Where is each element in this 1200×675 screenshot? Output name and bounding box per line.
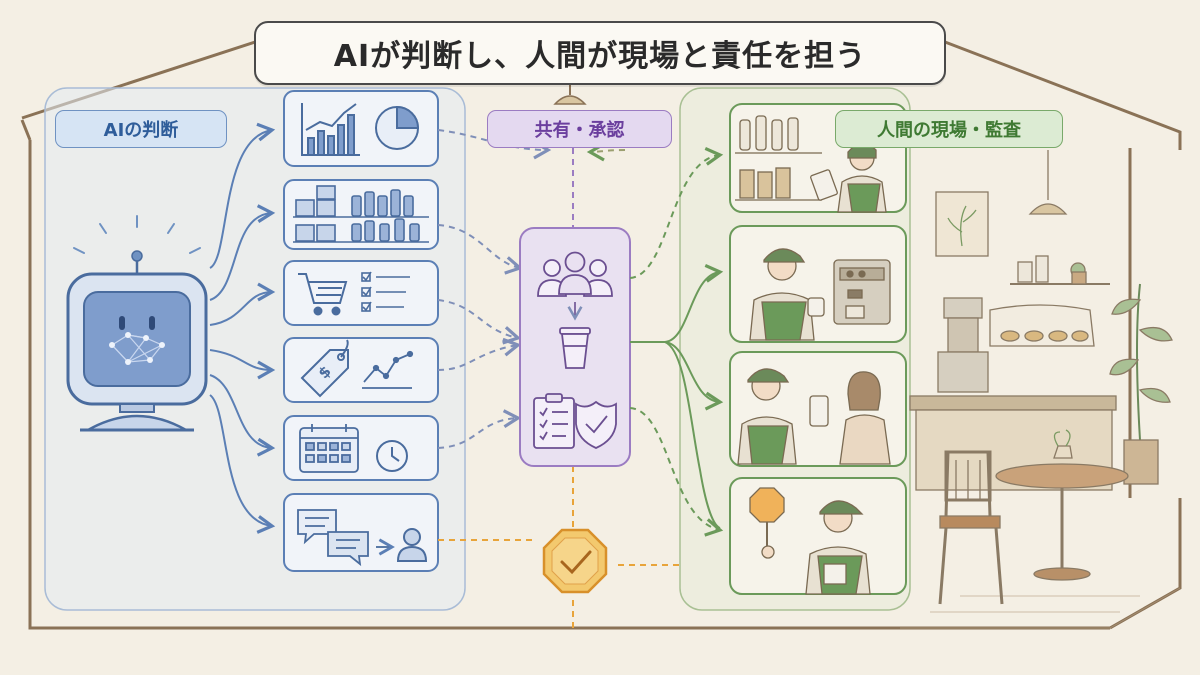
bar-line-chart-icon	[301, 103, 360, 156]
dashed-pricing-to-share	[437, 337, 522, 371]
cafe-interior-illustration	[909, 150, 1173, 605]
pie-chart-icon	[375, 105, 420, 150]
dashed-inventory-to-share	[437, 224, 524, 275]
share-approval-label: 共有・承認	[487, 110, 672, 148]
staff-serving-customer-icon	[737, 368, 891, 465]
arrow-ai-to-schedule	[209, 374, 276, 457]
ceiling-lamp-icon	[553, 85, 587, 105]
arrow-share-to-scene-2	[630, 264, 724, 343]
house-floor	[900, 587, 1181, 629]
octagon-check-icon	[542, 528, 608, 594]
coffee-cup-icon	[559, 327, 591, 369]
human-scene-3	[729, 351, 907, 467]
staff-checking-shelf-icon	[735, 115, 887, 213]
shopping-cart-icon	[298, 273, 348, 316]
person-icon	[396, 528, 428, 562]
human-scene-2	[729, 225, 907, 343]
ai-card-analytics	[283, 90, 439, 167]
dashed-ordering-to-share	[437, 299, 522, 345]
dashed-schedule-to-share	[437, 409, 522, 449]
staff-with-stop-sign-icon	[749, 487, 871, 595]
arrow-ai-to-communication	[209, 394, 276, 534]
ai-card-ordering	[283, 260, 439, 326]
share-approval-box	[519, 227, 631, 467]
trend-line-icon	[362, 350, 414, 389]
arrow-share-to-scene-1	[629, 147, 724, 279]
arrow-share-to-scene-3	[664, 341, 724, 411]
human-field-audit-label: 人間の現場・監査	[835, 110, 1063, 148]
ai-card-communication	[283, 493, 439, 572]
clock-icon	[376, 440, 408, 472]
arrow-ai-to-inventory	[209, 204, 276, 301]
ai-card-schedule	[283, 415, 439, 481]
page-title: AIが判断し、人間が現場と責任を担う	[254, 21, 946, 85]
human-scene-4	[729, 477, 907, 595]
inventory-shelves-icon	[293, 185, 429, 243]
ai-robot-icon	[66, 215, 208, 432]
ai-card-inventory	[283, 179, 439, 250]
arrow-ai-to-pricing	[209, 349, 276, 380]
dashed-share-top-return	[586, 142, 626, 162]
shield-check-icon	[575, 400, 617, 449]
ai-judgment-label: AIの判断	[55, 110, 227, 148]
arrow-ai-to-analytics	[209, 122, 276, 269]
barista-at-machine-icon	[749, 248, 891, 341]
ai-card-pricing: $	[283, 337, 439, 403]
checklist-icon	[361, 271, 410, 312]
calendar-icon	[299, 424, 359, 473]
arrow-share-to-scene-4	[629, 407, 724, 537]
team-icon	[537, 251, 613, 297]
clipboard-checklist-icon	[533, 393, 575, 449]
arrow-ai-to-ordering	[209, 282, 276, 326]
price-tag-icon: $	[300, 339, 349, 398]
chat-bubbles-icon	[297, 509, 369, 567]
